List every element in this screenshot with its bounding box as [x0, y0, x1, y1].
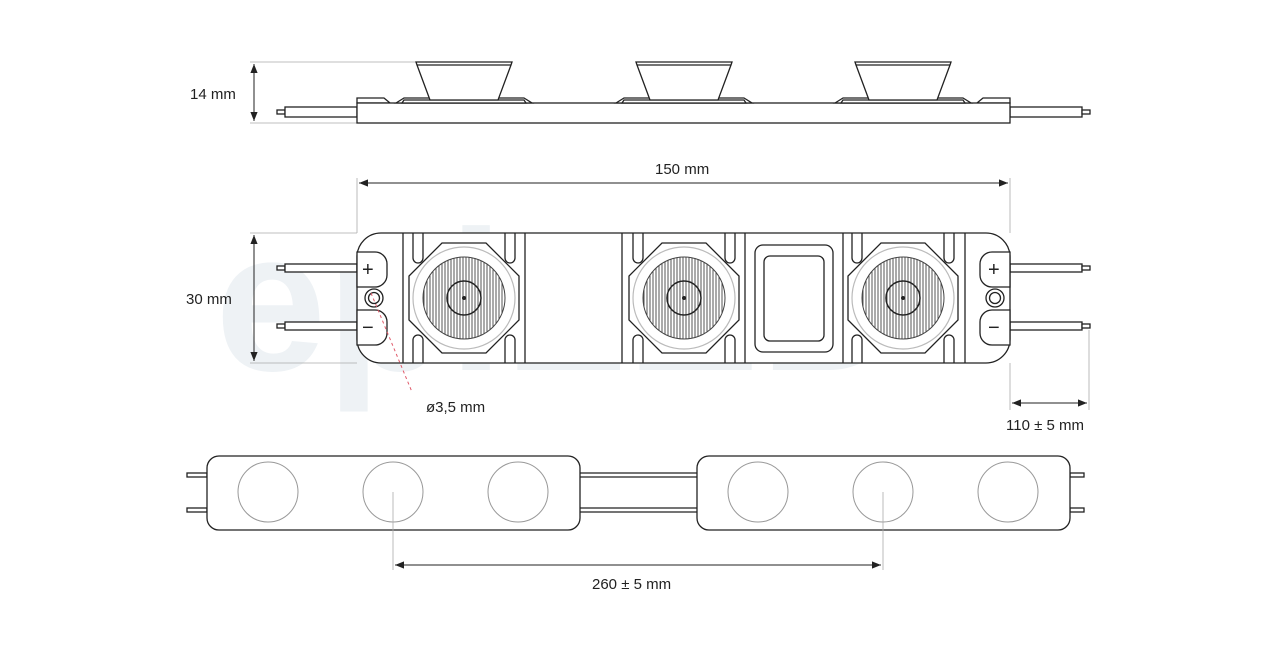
wire-length-label: 110 ± 5 mm [1006, 417, 1084, 434]
hole-label: ø3,5 mm [426, 399, 485, 416]
side-view: 14 mm [190, 61, 1091, 124]
led-lens-top [408, 233, 520, 363]
plus-terminal-right: + [988, 259, 1000, 281]
top-view: 150 mm 30 mm + − + − [186, 161, 1091, 434]
mounting-hole [367, 291, 381, 305]
pitch-label: 260 ± 5 mm [592, 576, 671, 593]
minus-terminal-right: − [988, 317, 1000, 339]
minus-terminal: − [362, 317, 374, 339]
plus-terminal: + [362, 259, 374, 281]
pcb-body-side [356, 102, 1011, 124]
width-label: 30 mm [186, 291, 232, 308]
component-pad [754, 244, 834, 353]
length-label: 150 mm [655, 161, 709, 178]
lens-side [415, 61, 513, 101]
chain-view: 260 ± 5 mm [186, 455, 1085, 593]
height-label: 14 mm [190, 86, 236, 103]
